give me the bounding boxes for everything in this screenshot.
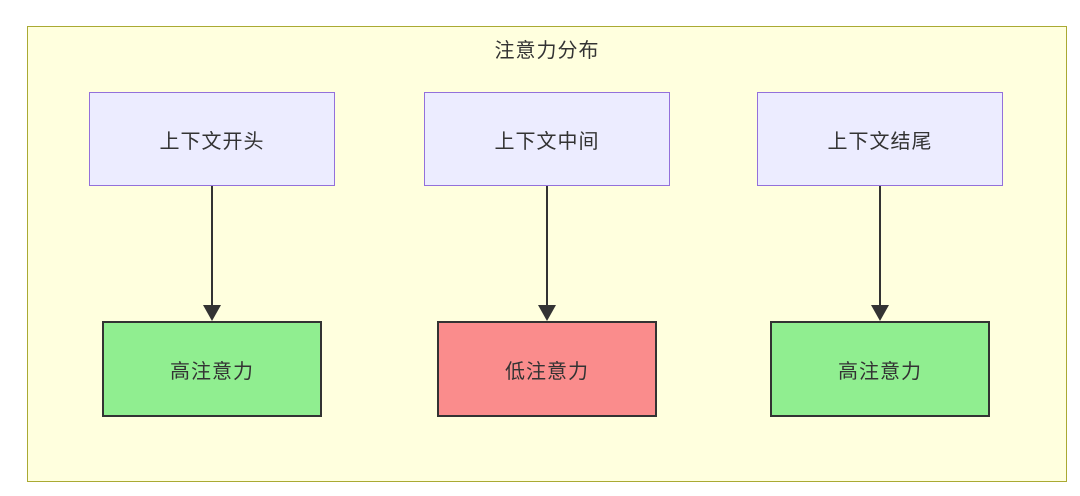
arrow-line <box>546 186 548 305</box>
node-label: 上下文中间 <box>494 130 600 153</box>
node-label: 高注意力 <box>838 360 922 383</box>
node-low-attention-center: 低注意力 <box>437 321 657 417</box>
node-context-middle: 上下文中间 <box>424 92 670 186</box>
arrowhead-icon <box>203 305 221 321</box>
arrow-context-middle-to-low-attention <box>538 186 556 321</box>
node-context-end: 上下文结尾 <box>757 92 1003 186</box>
arrow-line <box>211 186 213 305</box>
arrowhead-icon <box>871 305 889 321</box>
node-label: 低注意力 <box>505 360 589 383</box>
arrowhead-icon <box>538 305 556 321</box>
node-high-attention-left: 高注意力 <box>102 321 322 417</box>
arrow-context-start-to-high-attention <box>203 186 221 321</box>
node-context-start: 上下文开头 <box>89 92 335 186</box>
diagram-title: 注意力分布 <box>494 40 600 62</box>
arrow-line <box>879 186 881 305</box>
node-high-attention-right: 高注意力 <box>770 321 990 417</box>
node-label: 上下文开头 <box>159 130 265 153</box>
node-label: 上下文结尾 <box>827 130 933 153</box>
arrow-context-end-to-high-attention <box>871 186 889 321</box>
node-label: 高注意力 <box>170 360 254 383</box>
